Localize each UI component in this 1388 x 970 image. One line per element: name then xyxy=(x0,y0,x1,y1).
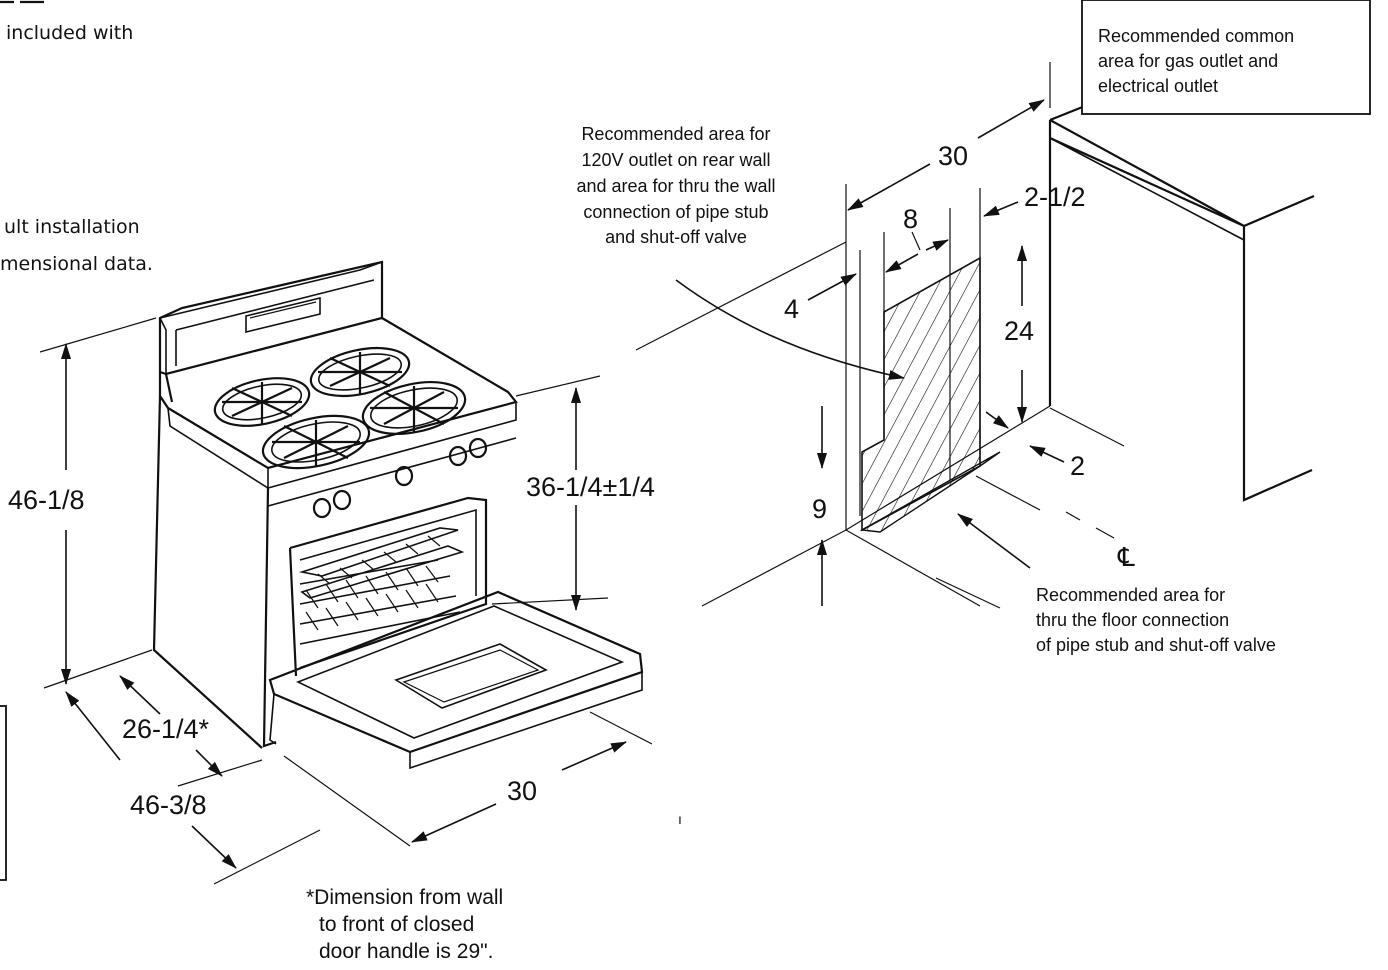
width-8-leader xyxy=(911,231,921,251)
control-knobs xyxy=(312,437,488,519)
display-highlight xyxy=(249,301,317,319)
cabinet-top-edge xyxy=(1049,137,1245,241)
door-depth-ext xyxy=(213,829,321,885)
depth-ext-front xyxy=(177,759,263,787)
wall-top-line xyxy=(635,241,847,351)
recommended-wall-area xyxy=(861,256,981,532)
cooktop-front-edge xyxy=(167,402,517,490)
width-arrow-left xyxy=(411,803,497,843)
oven-racks xyxy=(298,527,465,645)
stray-mark: ı xyxy=(678,811,682,827)
door-front-edge xyxy=(269,672,643,770)
floor-callout-line-2: thru the floor connection xyxy=(1036,610,1229,630)
door-window xyxy=(394,643,548,709)
cabinet-illustration xyxy=(1048,90,1315,502)
burner-grates xyxy=(213,347,467,470)
side-offset-label: 2-1/2 xyxy=(1024,182,1086,212)
left-text-line-2: ult installation xyxy=(4,216,140,238)
oven-inner-edge xyxy=(299,508,477,596)
wall-offset-label: 2 xyxy=(1070,451,1085,481)
footnote-line-3: door handle is 29". xyxy=(319,940,493,963)
height-extension-bottom xyxy=(43,649,153,689)
bottom-offset-label: 9 xyxy=(812,494,827,524)
area-height-label: 24 xyxy=(1004,316,1034,346)
floor-callout-leader xyxy=(957,513,1031,569)
left-offset-label: 4 xyxy=(784,294,799,324)
floor-callout-line-3: of pipe stub and shut-off valve xyxy=(1036,635,1276,655)
wall-callout-line-1: Recommended area for xyxy=(581,124,770,144)
common-area-line-2: area for gas outlet and xyxy=(1098,51,1278,71)
range-dimension-lines: 46-1/8 36-1/4±1/4 26-1/4* 46-3/8 30 xyxy=(8,317,655,885)
wall-callout-line-4: connection of pipe stub xyxy=(583,202,768,222)
wall-callout-line-3: and area for thru the wall xyxy=(576,176,775,196)
width-arrow-right xyxy=(561,741,627,771)
recommended-floor-area xyxy=(859,451,1001,533)
left-offset-arrow xyxy=(807,273,857,301)
width-extensions xyxy=(283,711,653,847)
floor-dash xyxy=(935,407,1125,609)
wall-callout: Recommended area for 120V outlet on rear… xyxy=(576,124,775,247)
height-overall-label: 46-1/8 xyxy=(8,485,85,515)
area-width-8-label: 8 xyxy=(903,204,918,234)
cabinet-outline xyxy=(1048,90,1315,502)
range-left-side xyxy=(152,395,263,749)
left-cropped-text: included with ult installation mensional… xyxy=(0,0,153,275)
left-text-line-1: included with xyxy=(6,22,133,44)
depth-label: 26-1/4* xyxy=(122,714,210,744)
width-30-arrow-left xyxy=(847,163,931,211)
cooktop-height-label: 36-1/4±1/4 xyxy=(526,472,655,502)
backguard xyxy=(158,260,384,376)
depth-arrow-front xyxy=(195,749,223,777)
floor-lines xyxy=(701,529,981,607)
wall-callout-line-5: and shut-off valve xyxy=(605,227,747,247)
floor-callout: Recommended area for thru the floor conn… xyxy=(1036,585,1276,655)
door-window-inner xyxy=(402,649,540,703)
width-label: 30 xyxy=(507,776,537,806)
door-depth-arrow-front xyxy=(191,825,237,869)
range-illustration xyxy=(152,260,644,770)
cooktop-ext-bottom xyxy=(491,597,609,605)
area-dimension-lines: 30 8 2-1/2 4 24 9 2 ℄ xyxy=(784,99,1135,606)
door-inner-panel xyxy=(295,605,625,739)
range-front-corner xyxy=(262,487,277,748)
footnote-line-2: to front of closed xyxy=(319,913,474,936)
footnote-line-1: *Dimension from wall xyxy=(306,886,503,909)
door-depth-arrow-back xyxy=(65,691,121,761)
width-8-arrow-right xyxy=(925,239,949,251)
control-panel-lower-edge xyxy=(267,437,517,507)
width-8-arrow-left xyxy=(885,253,919,273)
common-area-box-frame xyxy=(1081,0,1371,115)
area-width-30-label: 30 xyxy=(938,141,968,171)
oven-opening xyxy=(288,496,488,677)
backguard-top-edge xyxy=(159,261,383,374)
cropped-side-box xyxy=(0,705,7,881)
wall-offset-arrow-left xyxy=(985,411,1009,429)
depth-arrow-back xyxy=(119,675,161,715)
centerline-symbol: ℄ xyxy=(1117,543,1135,573)
depth-door-open-label: 46-3/8 xyxy=(130,790,207,820)
width-30-arrow-right xyxy=(977,99,1045,139)
side-offset-arrow xyxy=(983,201,1019,217)
backguard-front-face xyxy=(175,279,375,366)
control-display xyxy=(245,296,321,334)
footnote: *Dimension from wall to front of closed … xyxy=(306,886,503,963)
height-extension-top xyxy=(39,317,157,353)
common-area-line-3: electrical outlet xyxy=(1098,76,1218,96)
floor-callout-line-1: Recommended area for xyxy=(1036,585,1225,605)
cooktop-ext-top xyxy=(515,375,601,397)
centerline-dashes xyxy=(975,475,1115,539)
wall-callout-line-2: 120V outlet on rear wall xyxy=(581,150,770,170)
wall-offset-arrow-right xyxy=(1029,445,1065,463)
left-text-line-3: mensional data. xyxy=(0,253,153,275)
wall-callout-leader xyxy=(675,279,905,380)
common-area-box: Recommended common area for gas outlet a… xyxy=(1081,0,1371,115)
common-area-line-1: Recommended common xyxy=(1098,26,1294,46)
